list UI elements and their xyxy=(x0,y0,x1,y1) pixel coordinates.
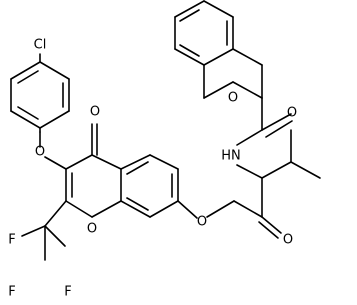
ester-carbonyl-oxygen-label: O xyxy=(283,233,293,248)
chlorine-label: Cl xyxy=(34,38,47,53)
fluorine-bottom-label: F xyxy=(64,285,71,300)
trifluoromethyl-group xyxy=(21,200,67,261)
valine-side-chain xyxy=(261,129,321,218)
benzyl-ring xyxy=(174,0,263,99)
chlorophenyl-ring xyxy=(10,53,70,133)
ester-oxygen-label: O xyxy=(197,215,207,230)
chromone-ring-oxygen-label: O xyxy=(87,222,97,237)
ketone-oxygen-label: O xyxy=(90,105,100,120)
amine-label: HN xyxy=(221,149,241,164)
carbamate-group xyxy=(203,81,293,179)
chromone-core xyxy=(65,123,179,218)
carbamate-ether-oxygen-label: O xyxy=(228,91,238,106)
ring-ether-oxygen-top-label: O xyxy=(35,145,45,160)
aryl-ether-linkage xyxy=(39,131,67,170)
ester-linkage xyxy=(177,200,282,239)
carbamate-carbonyl-oxygen-label: O xyxy=(287,106,297,121)
fluorine-left-label: F xyxy=(8,233,15,248)
fluorine-bottom-left-label: F xyxy=(8,285,15,300)
